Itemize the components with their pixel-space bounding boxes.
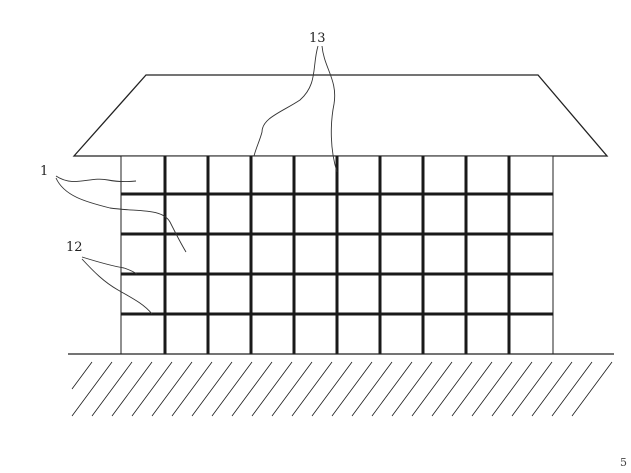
roof (72, 74, 609, 157)
hatch-line (331, 361, 373, 417)
hatch-line (531, 361, 573, 417)
label-13: 13 (309, 31, 326, 46)
hatch-line (471, 361, 513, 417)
leader-line-12a (81, 256, 138, 275)
hatch-line (371, 361, 413, 417)
leader-line-13a (253, 45, 319, 157)
hatch-line (451, 361, 493, 417)
vertical-columns (163, 156, 511, 354)
leader-line-1a (55, 175, 137, 183)
ground-hatching (71, 361, 613, 417)
hatch-line (391, 361, 433, 417)
hatch-line (191, 361, 233, 417)
leader-lines (55, 45, 338, 315)
hatch-line (71, 361, 113, 417)
hatch-line (551, 361, 593, 417)
leader-line-12b (81, 258, 153, 315)
hatch-line (511, 361, 553, 417)
hatch-line (571, 361, 613, 417)
hatch-line (311, 361, 353, 417)
hatch-line (151, 361, 193, 417)
label-12: 12 (66, 240, 83, 255)
page-mark: 5 (620, 456, 627, 469)
leader-line-1b (55, 177, 187, 253)
hatch-line (71, 361, 93, 390)
hatch-line (111, 361, 153, 417)
hatch-line (411, 361, 453, 417)
hatch-line (251, 361, 293, 417)
hatch-line (231, 361, 273, 417)
hatch-line (131, 361, 173, 417)
hatch-line (211, 361, 253, 417)
hatch-line (431, 361, 473, 417)
leader-line-13b (321, 45, 338, 173)
hatch-line (491, 361, 533, 417)
label-1: 1 (40, 164, 48, 179)
hatch-line (271, 361, 313, 417)
hatch-line (171, 361, 213, 417)
hatch-line (291, 361, 333, 417)
horizontal-beams (121, 192, 553, 316)
hatch-line (351, 361, 393, 417)
hatch-line (91, 361, 133, 417)
